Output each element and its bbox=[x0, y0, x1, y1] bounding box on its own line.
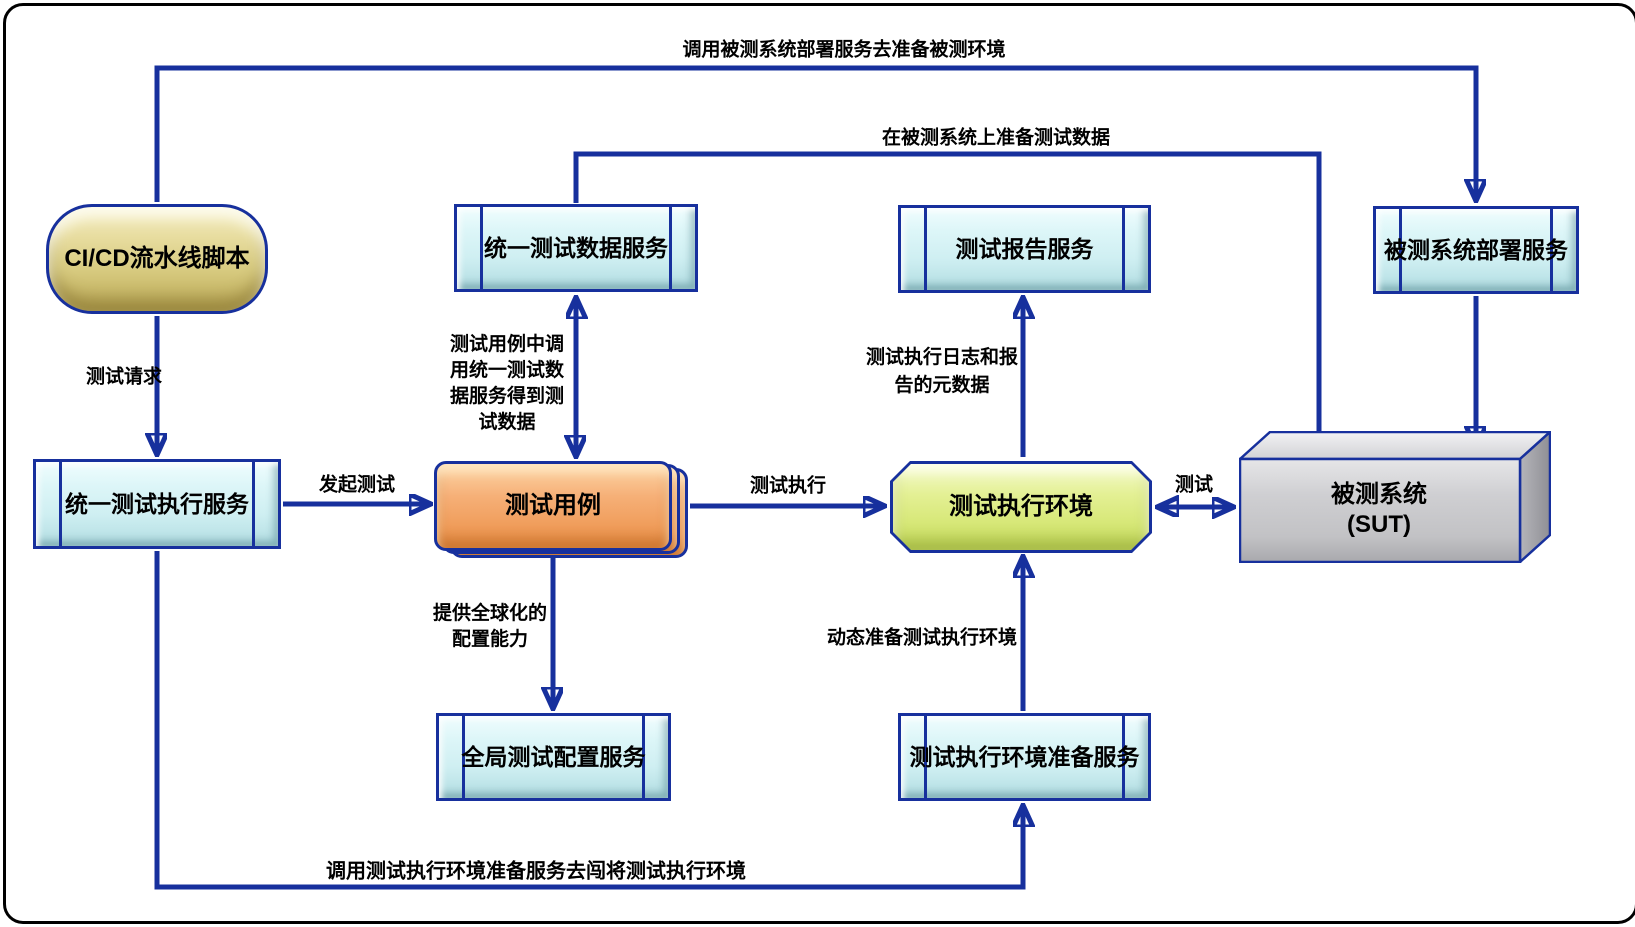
node-cicd-pipeline-script: CI/CD流水线脚本 bbox=[46, 204, 268, 314]
node-unified-test-exec-service-label: 统一测试执行服务 bbox=[65, 490, 249, 517]
node-unified-test-exec-service: 统一测试执行服务 bbox=[33, 459, 281, 549]
node-test-env-prep-service: 测试执行环境准备服务 bbox=[898, 713, 1151, 801]
edge-label-data-fetch: 测试用例中调用统一测试数据服务得到测试数据 bbox=[449, 334, 564, 433]
node-unified-test-data-service: 统一测试数据服务 bbox=[454, 204, 698, 292]
node-test-case: 测试用例 bbox=[434, 461, 688, 558]
edge-label-log-metadata: 测试执行日志和报告的元数据 bbox=[865, 347, 1018, 396]
node-system-under-test-sublabel: (SUT) bbox=[1347, 510, 1411, 538]
edge-label-prep-route: 调用测试执行环境准备服务去闯将测试执行环境 bbox=[326, 860, 746, 883]
node-global-test-config-service: 全局测试配置服务 bbox=[436, 713, 671, 801]
edge-label-test-request: 测试请求 bbox=[85, 366, 163, 388]
node-system-under-test: 被测系统 (SUT) bbox=[1239, 431, 1551, 563]
node-unified-test-data-service-label: 统一测试数据服务 bbox=[484, 234, 668, 261]
test-case-stack-layer-front bbox=[434, 461, 672, 551]
node-test-report-service-label: 测试报告服务 bbox=[955, 235, 1094, 262]
node-sut-deploy-service-label: 被测系统部署服务 bbox=[1384, 236, 1568, 263]
diagram-canvas: CI/CD流水线脚本 统一测试执行服务 统一测试数据服务 测试用例 测试报告服务… bbox=[3, 3, 1635, 924]
edge-label-deploy-route: 调用被测系统部署服务去准备被测环境 bbox=[682, 39, 1006, 61]
edge-label-test: 测试 bbox=[1174, 474, 1214, 496]
edge-data-route-line bbox=[573, 151, 1319, 452]
edge-label-initiate-test: 发起测试 bbox=[318, 474, 396, 496]
edge-prep-route-line bbox=[154, 551, 1023, 890]
sut-3d-shape bbox=[1239, 431, 1551, 563]
edge-label-dynamic-prep: 动态准备测试执行环境 bbox=[826, 627, 1018, 649]
node-global-test-config-service-label: 全局测试配置服务 bbox=[461, 743, 646, 770]
test-exec-environment-fill bbox=[893, 464, 1149, 550]
edge-label-test-execution: 测试执行 bbox=[749, 475, 827, 497]
node-test-exec-environment-label: 测试执行环境 bbox=[949, 493, 1093, 521]
node-test-exec-environment: 测试执行环境 bbox=[890, 461, 1152, 553]
edge-label-global-config: 提供全球化的配置能力 bbox=[432, 603, 547, 650]
node-sut-deploy-service: 被测系统部署服务 bbox=[1373, 206, 1579, 294]
sut-text-block: 被测系统 (SUT) bbox=[1239, 458, 1519, 561]
node-system-under-test-label: 被测系统 bbox=[1331, 481, 1427, 509]
node-cicd-pipeline-script-label: CI/CD流水线脚本 bbox=[64, 245, 250, 273]
edge-deploy-route-line bbox=[154, 65, 1476, 202]
edge-layer bbox=[6, 65, 1635, 890]
node-test-report-service: 测试报告服务 bbox=[898, 205, 1151, 293]
node-test-case-label: 测试用例 bbox=[505, 492, 601, 520]
edge-label-data-route: 在被测系统上准备测试数据 bbox=[881, 127, 1111, 149]
node-test-env-prep-service-label: 测试执行环境准备服务 bbox=[909, 743, 1140, 770]
